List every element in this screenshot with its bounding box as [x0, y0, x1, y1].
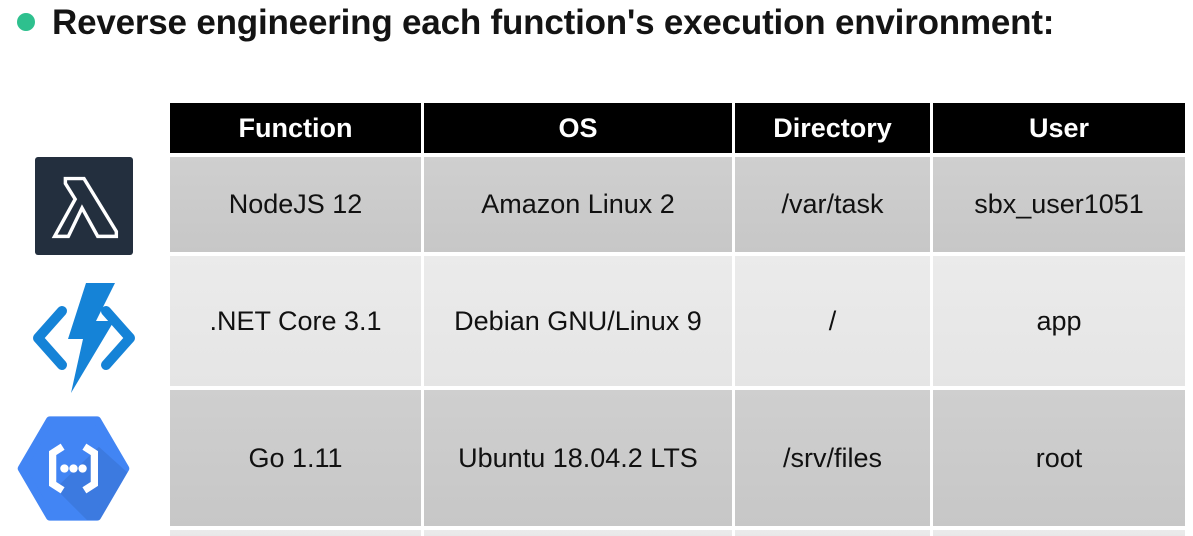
column-header-os: OS [424, 103, 732, 153]
table-cell-directory: / [735, 256, 930, 386]
table-row-partial [424, 530, 732, 536]
table-cell-user: app [933, 256, 1185, 386]
page-title: Reverse engineering each function's exec… [52, 3, 1055, 42]
table-cell-function: Go 1.11 [170, 390, 421, 526]
aws-lambda-icon [33, 157, 135, 255]
column-header-function: Function [170, 103, 421, 153]
bullet-icon [17, 13, 35, 31]
table-row-partial [170, 530, 421, 536]
table-cell-os: Ubuntu 18.04.2 LTS [424, 390, 732, 526]
table-cell-user: root [933, 390, 1185, 526]
table-cell-user: sbx_user1051 [933, 157, 1185, 252]
table-row-partial [933, 530, 1185, 536]
table-cell-function: NodeJS 12 [170, 157, 421, 252]
table-cell-os: Debian GNU/Linux 9 [424, 256, 732, 386]
table-row-partial [735, 530, 930, 536]
table-cell-os: Amazon Linux 2 [424, 157, 732, 252]
google-cloud-functions-icon [10, 405, 137, 532]
table-cell-function: .NET Core 3.1 [170, 256, 421, 386]
environment-table: Function OS Directory User NodeJS 12 Ama… [170, 103, 1185, 536]
slide-title-row: Reverse engineering each function's exec… [0, 0, 1193, 50]
table-cell-directory: /srv/files [735, 390, 930, 526]
column-header-directory: Directory [735, 103, 930, 153]
azure-functions-icon [26, 281, 142, 397]
table-cell-directory: /var/task [735, 157, 930, 252]
column-header-user: User [933, 103, 1185, 153]
